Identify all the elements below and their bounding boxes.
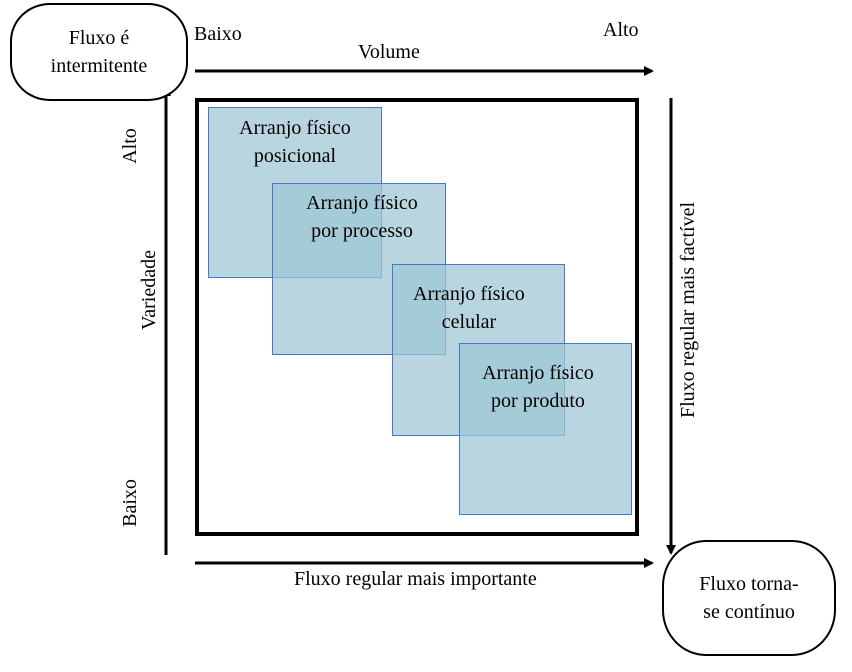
layout-label-process-line2: por processo [311,220,413,242]
start-oval-line2: intermitente [50,55,148,77]
layout-label-product-line1: Arranjo físico [482,362,594,384]
end-oval-line1: Fluxo torna- [699,573,799,595]
layout-box-product [459,343,632,515]
layout-label-cellular-line2: celular [441,311,497,333]
layout-label-process: Arranjo físico por processo [275,189,449,245]
volume-high-label: Alto [603,19,639,41]
layout-label-process-line1: Arranjo físico [306,192,418,214]
volume-low-label: Baixo [194,23,242,45]
variety-low-label: Baixo [119,479,141,527]
layout-label-product: Arranjo físico por produto [451,359,625,415]
end-oval-line2: se contínuo [703,601,795,623]
start-oval-line1: Fluxo é [68,27,130,49]
variety-title: Variedade [138,250,160,330]
layout-label-cellular-line1: Arranjo físico [413,283,525,305]
layout-label-positional: Arranjo físico posicional [208,114,382,170]
volume-title: Volume [358,41,420,63]
diagram-frame [195,98,639,536]
variety-high-label: Alto [119,128,141,164]
layout-label-product-line2: por produto [491,390,585,412]
start-oval: Fluxo é intermitente [10,3,188,101]
bottom-axis-title: Fluxo regular mais importante [294,568,537,590]
layout-label-cellular: Arranjo físico celular [382,280,556,336]
layout-label-positional-line2: posicional [253,145,337,167]
right-axis-title: Fluxo regular mais factível [677,201,699,419]
end-oval: Fluxo torna- se contínuo [662,540,836,656]
layout-label-positional-line1: Arranjo físico [239,117,351,139]
